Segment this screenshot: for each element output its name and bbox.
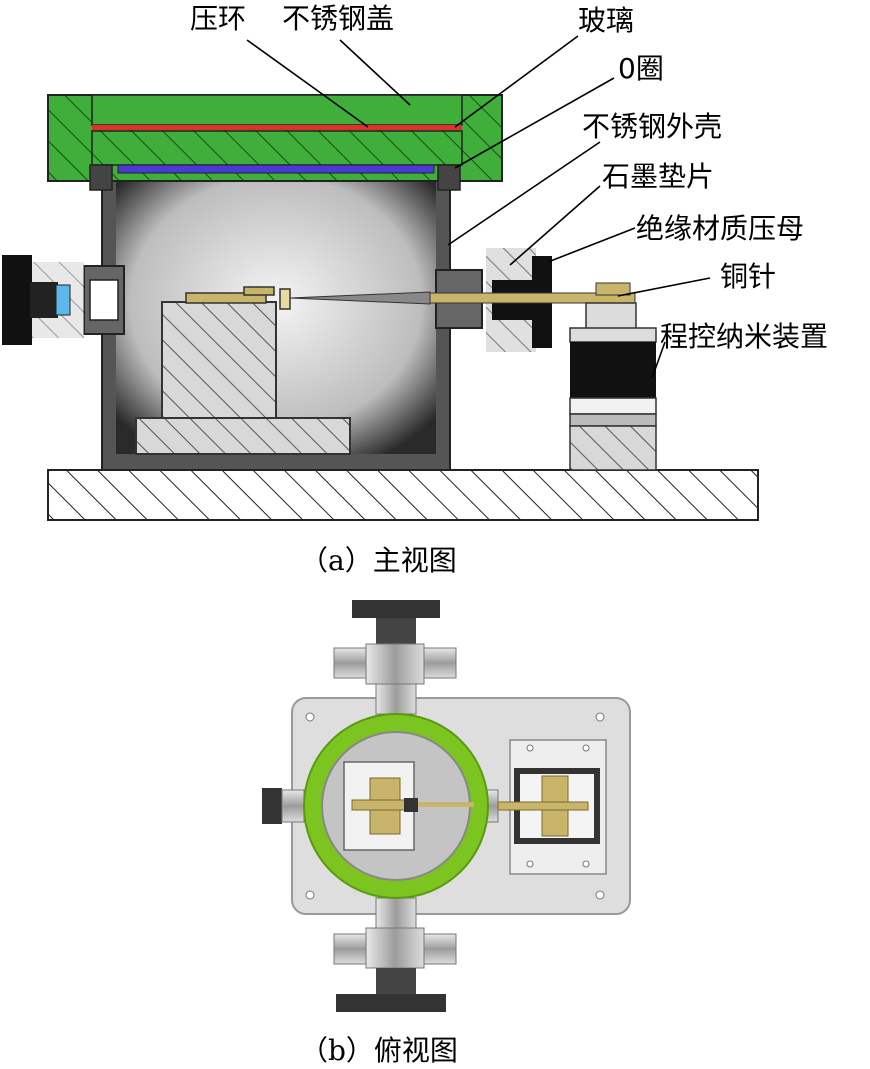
nano-device [570, 342, 656, 398]
nano-device-band [569, 397, 657, 415]
top-valve-fitting-right [423, 647, 457, 679]
top-valve-handle [352, 600, 440, 618]
bottom-valve-fitting-left [333, 933, 367, 965]
label-press-ring: 压环 [190, 2, 246, 35]
nano-device-base [569, 425, 657, 471]
top-valve-stem [376, 618, 416, 644]
left-fitting [281, 789, 305, 823]
needle-top [418, 802, 474, 807]
top-valve-body [365, 643, 425, 685]
bottom-valve-handle [336, 994, 446, 1012]
copper-needle [429, 292, 636, 304]
leader-graphite-gasket [509, 185, 601, 266]
sample-electrode [404, 798, 418, 812]
sample-clip-bar [351, 799, 413, 811]
label-glass: 玻璃 [578, 4, 634, 37]
bottom-valve-fitting-right [423, 933, 457, 965]
lid-left-ledge [89, 164, 113, 191]
screw-hole [582, 860, 590, 868]
glass-layer [92, 125, 462, 130]
bottom-valve-neck [375, 897, 417, 929]
front-view: 压环 不锈钢盖 玻璃 0圈 不锈钢外壳 石墨垫片 绝缘材质压母 铜针 程控纳米装… [2, 2, 828, 577]
top-view: （b）俯视图 [262, 600, 631, 1067]
bottom-valve-stem [376, 968, 416, 994]
nano-device-band2 [569, 413, 657, 427]
leader-press-ring [246, 39, 369, 128]
stage-base-block [135, 417, 351, 455]
sample-post [279, 288, 291, 310]
screw-hole [595, 890, 605, 900]
leader-copper-needle [617, 277, 711, 297]
label-graphite-gasket: 石墨垫片 [602, 160, 714, 193]
o-ring [117, 164, 435, 174]
base-plate [47, 469, 759, 521]
label-nano-device: 程控纳米装置 [660, 320, 828, 353]
screw-hole [526, 744, 534, 752]
label-steel-shell: 不锈钢外壳 [582, 110, 722, 143]
leader-o-ring [454, 77, 615, 169]
left-port-window [55, 284, 71, 316]
top-valve-fitting-left [333, 647, 367, 679]
lid-upper [91, 94, 463, 126]
nano-device-top [585, 302, 637, 330]
nano-device-collar [569, 327, 657, 343]
screw-hole [305, 890, 315, 900]
caption-front-view: （a）主视图 [300, 544, 457, 577]
leader-nano-device [651, 341, 666, 379]
bottom-valve-body [365, 927, 425, 969]
screw-hole [595, 712, 605, 722]
lid-right-ledge [437, 164, 461, 191]
leader-lines [246, 35, 711, 379]
top-valve-neck [375, 683, 417, 715]
label-steel-lid: 不锈钢盖 [282, 2, 394, 35]
left-port-inner [89, 279, 119, 321]
leader-steel-lid [339, 39, 411, 106]
sample-holder [185, 292, 267, 304]
stage-block [161, 301, 277, 419]
label-o-ring: 0圈 [618, 52, 664, 85]
leader-steel-shell [447, 141, 601, 246]
left-port-cap [30, 282, 58, 318]
sample-clip [243, 286, 275, 296]
caption-top-view: （b）俯视图 [300, 1034, 458, 1067]
screw-hole [526, 860, 534, 868]
leader-insulating-nut [547, 227, 636, 263]
left-port-knob [2, 255, 32, 345]
left-fitting-knob [262, 788, 282, 824]
screw-hole [582, 744, 590, 752]
label-insulating-nut: 绝缘材质压母 [636, 212, 804, 245]
lid-lower [91, 130, 463, 166]
leader-glass [454, 35, 579, 128]
screw-hole [305, 712, 315, 722]
copper-needle-top [497, 801, 589, 811]
label-copper-needle: 铜针 [720, 260, 776, 293]
needle-clamp [595, 282, 631, 296]
